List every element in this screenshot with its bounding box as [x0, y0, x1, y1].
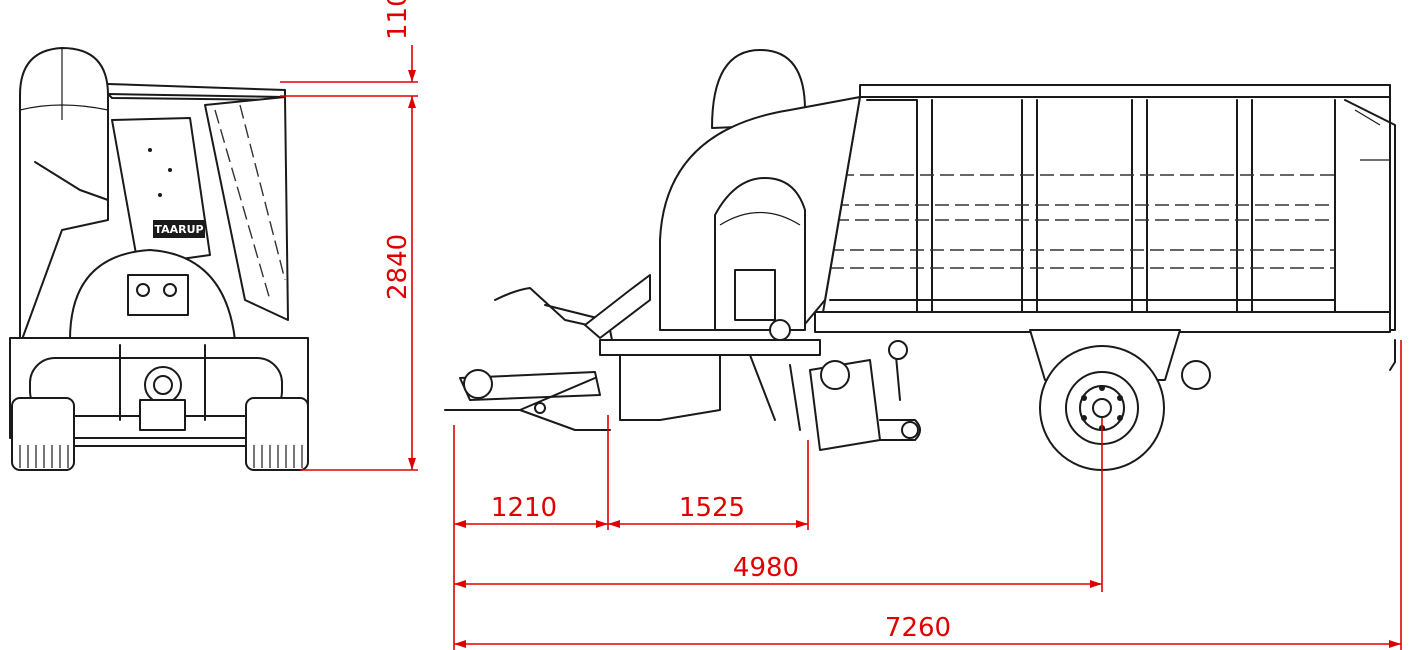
dim-axle: 4980: [733, 553, 799, 583]
dim-height-main: 2840: [383, 234, 413, 300]
right-wheel: [245, 397, 309, 471]
dim-overall-length: 7260: [885, 613, 951, 643]
brand-plate-text: TAARUP: [154, 223, 203, 236]
side-view: [444, 49, 1396, 471]
dim-height-top: 110: [383, 0, 413, 40]
dim-drawbar: 1210: [491, 493, 557, 523]
length-dimensions: 1210 1525 4980 7260: [453, 340, 1402, 650]
front-view: TAARUP: [9, 47, 309, 471]
wagon-body: [819, 96, 1391, 331]
brand-plate: [153, 220, 205, 238]
height-dimension: 110 2840: [280, 0, 418, 471]
dim-pickup: 1525: [679, 493, 745, 523]
left-wheel: [11, 397, 75, 471]
top-rail: [859, 84, 1391, 98]
